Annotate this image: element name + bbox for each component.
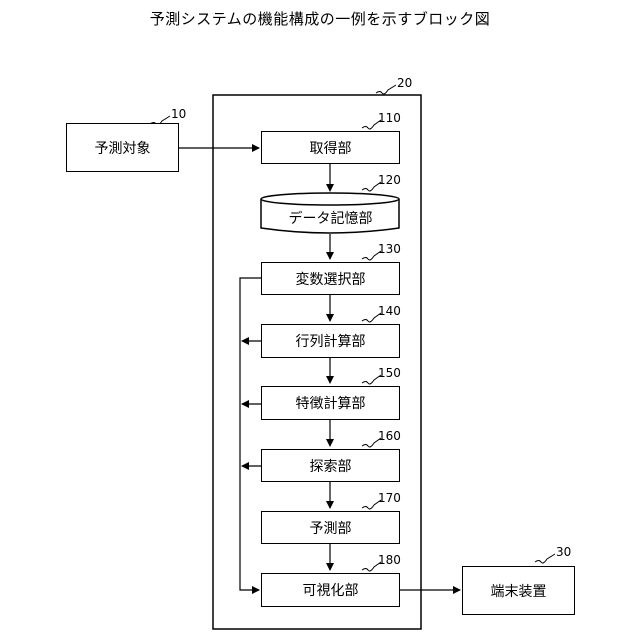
search-unit-label: 探索部	[310, 456, 352, 476]
ref-number-feature-calc: 150	[378, 366, 401, 380]
acquisition-unit-box: 取得部	[261, 131, 400, 164]
ref-number-variable-select: 130	[378, 242, 401, 256]
prediction-target-box: 予測対象	[66, 123, 179, 172]
feature-calculation-unit-box: 特徴計算部	[261, 386, 400, 420]
variable-selection-unit-box: 変数選択部	[261, 262, 400, 295]
matrix-calculation-label: 行列計算部	[296, 331, 366, 351]
prediction-target-label: 予測対象	[95, 138, 151, 158]
visualization-unit-label: 可視化部	[303, 580, 359, 600]
ref-number-acquire: 110	[378, 111, 401, 125]
matrix-calculation-unit-box: 行列計算部	[261, 324, 400, 358]
prediction-unit-box: 予測部	[261, 511, 400, 544]
ref-number-predict: 170	[378, 491, 401, 505]
ref-number-system: 20	[397, 76, 412, 90]
data-storage-unit: データ記憶部	[261, 205, 400, 231]
terminal-device-label: 端末装置	[491, 581, 547, 601]
ref-number-target: 10	[171, 107, 186, 121]
ref-number-storage: 120	[378, 173, 401, 187]
search-unit-box: 探索部	[261, 449, 400, 482]
ref-number-visualize: 180	[378, 553, 401, 567]
acquisition-unit-label: 取得部	[310, 138, 352, 158]
terminal-device-box: 端末装置	[462, 566, 575, 615]
prediction-unit-label: 予測部	[310, 518, 352, 538]
ref-number-search: 160	[378, 429, 401, 443]
feature-calculation-label: 特徴計算部	[296, 393, 366, 413]
data-storage-label: データ記憶部	[289, 208, 373, 228]
ref-number-terminal: 30	[556, 545, 571, 559]
variable-selection-label: 変数選択部	[296, 269, 366, 289]
bus-select-to-visualize	[240, 278, 261, 590]
visualization-unit-box: 可視化部	[261, 573, 400, 607]
ref-number-matrix-calc: 140	[378, 304, 401, 318]
